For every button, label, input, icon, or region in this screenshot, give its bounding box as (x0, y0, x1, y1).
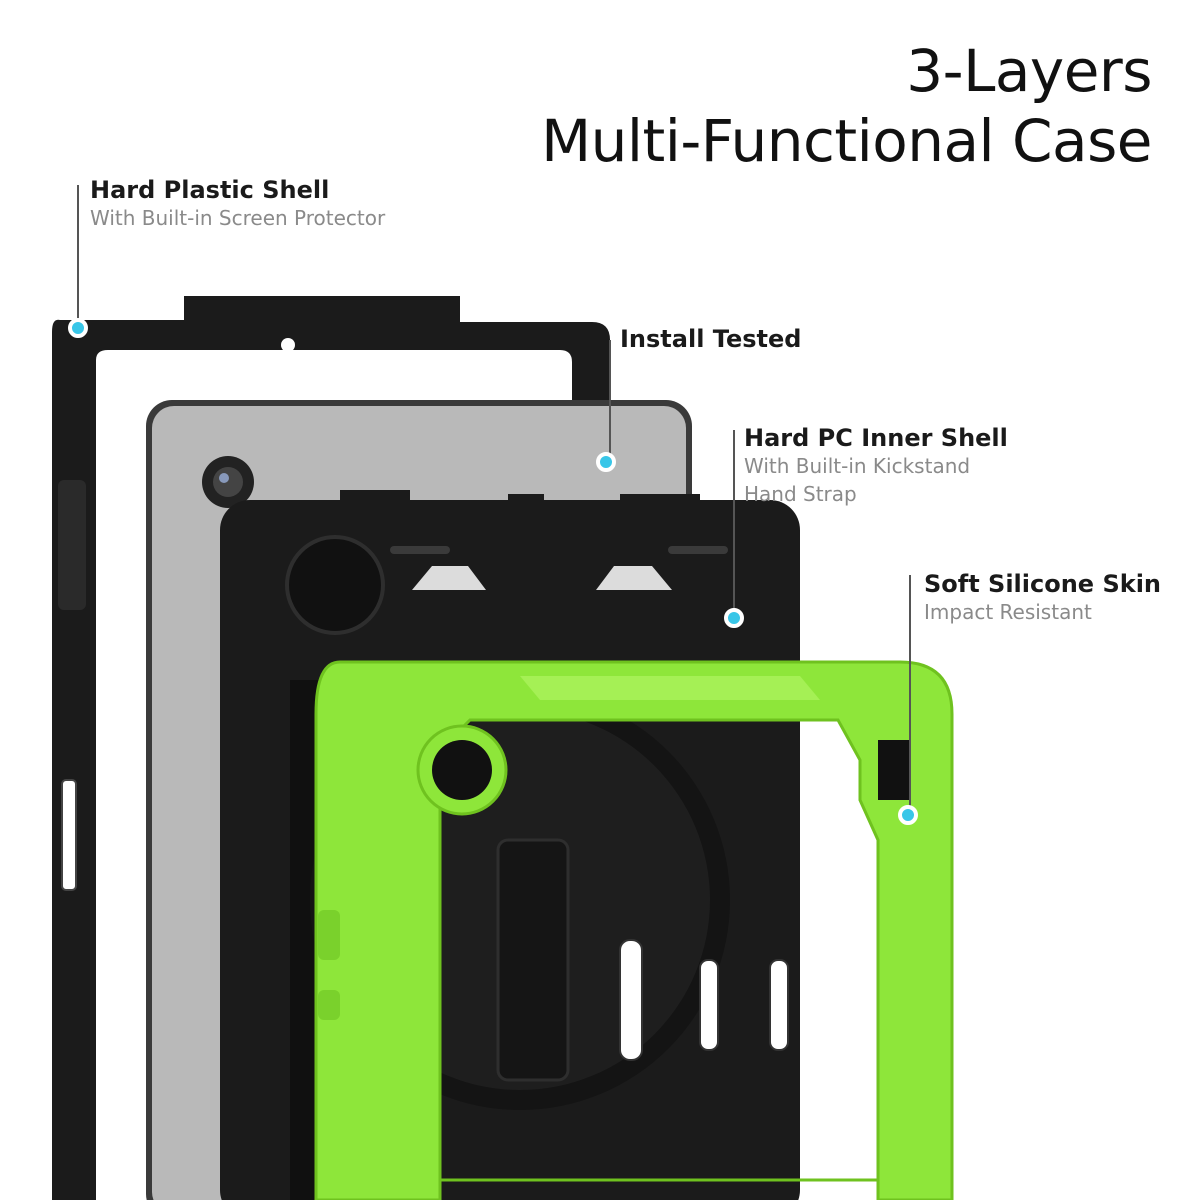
callout-lines (77, 185, 911, 812)
callout-subtext: Impact Resistant (924, 600, 1092, 624)
callout-dot-shell (68, 318, 88, 338)
accent-dots (68, 318, 918, 825)
callout-heading: Soft Silicone Skin (924, 570, 1161, 598)
hard-plastic-shell-frame (52, 296, 610, 1200)
callout-soft-silicone-skin: Soft Silicone Skin Impact Resistant (924, 570, 1161, 626)
title-line-2: Multi-Functional Case (541, 107, 1152, 175)
callout-hard-plastic-shell: Hard Plastic Shell With Built-in Screen … (90, 176, 385, 232)
callout-subtext-1: With Built-in Kickstand (744, 454, 971, 478)
soft-silicone-skin (314, 660, 954, 1200)
page-title: 3-Layers Multi-Functional Case (541, 36, 1152, 176)
callout-install-tested: Install Tested (620, 325, 801, 353)
callout-heading: Hard Plastic Shell (90, 176, 330, 204)
callout-hard-pc-inner-shell: Hard PC Inner Shell With Built-in Kickst… (744, 424, 1008, 508)
callout-heading: Hard PC Inner Shell (744, 424, 1008, 452)
title-line-1: 3-Layers (906, 37, 1152, 105)
callout-subtext: With Built-in Screen Protector (90, 206, 386, 230)
callout-heading: Install Tested (620, 325, 802, 353)
callout-dot-inner (724, 608, 744, 628)
callout-subtext-2: Hand Strap (744, 482, 857, 506)
callout-dot-install (596, 452, 616, 472)
callout-dot-skin (898, 805, 918, 825)
